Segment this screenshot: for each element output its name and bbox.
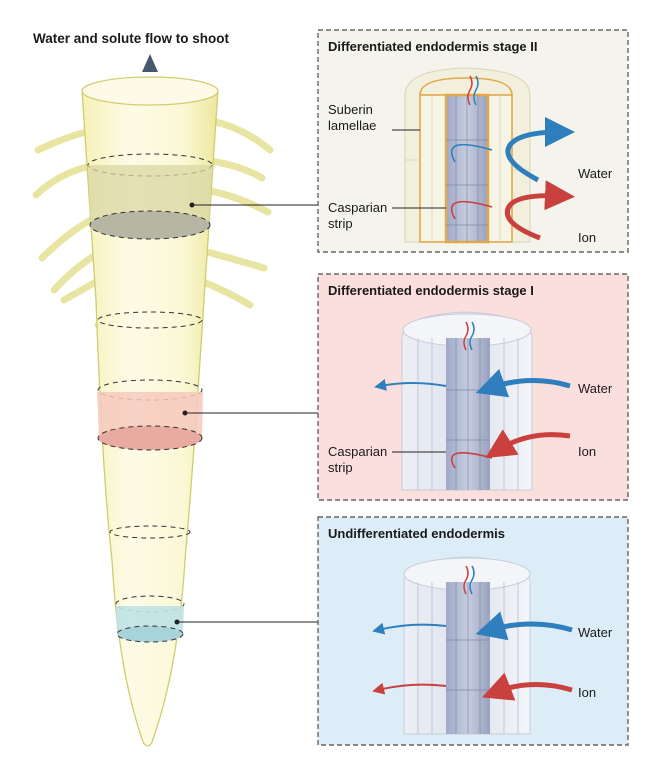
stage1-water-arrow-icon xyxy=(475,368,571,398)
diagram-title: Water and solute flow to shoot xyxy=(33,31,229,46)
leader-dot xyxy=(189,202,195,208)
leader-dot xyxy=(182,410,188,416)
stage1-water-label: Water xyxy=(578,381,613,396)
stage1-ion-label: Ion xyxy=(578,444,597,459)
undiff-water-label: Water xyxy=(578,625,613,640)
stage2-water-arrow-icon xyxy=(505,117,575,183)
stage1-tissue xyxy=(392,311,533,491)
undiff-water-left-arrow-icon xyxy=(372,622,447,635)
stage1-ion-arrow-icon xyxy=(485,429,571,458)
stage1-water-left-arrow-icon xyxy=(374,378,447,391)
stage1-casparian-label: Casparian strip xyxy=(328,444,388,475)
undiff-ion-label: Ion xyxy=(578,685,597,700)
undiff-band xyxy=(116,606,184,643)
stage1-panel-title: Differentiated endodermis stage I xyxy=(328,283,534,298)
flow-arrowhead-icon xyxy=(142,54,158,72)
stage2-panel-title: Differentiated endodermis stage II xyxy=(328,39,538,54)
suberin-lamellae-label: Suberin lamellae xyxy=(328,102,377,133)
leader-dot xyxy=(174,619,180,625)
undiff-tissue xyxy=(403,556,531,735)
undiff-water-arrow-icon xyxy=(475,611,573,641)
stage2-water-label: Water xyxy=(578,166,613,181)
stage2-ion-arrow-icon xyxy=(504,180,575,241)
leader-lines xyxy=(177,204,318,623)
undiff-ion-arrow-icon xyxy=(482,672,573,701)
stage2-tissue xyxy=(392,67,531,244)
stage2-ion-label: Ion xyxy=(578,230,597,245)
undiff-ion-left-arrow-icon xyxy=(372,682,447,695)
undiff-panel-title: Undifferentiated endodermis xyxy=(328,526,505,541)
stage2-casparian-label: Casparian strip xyxy=(328,200,388,231)
